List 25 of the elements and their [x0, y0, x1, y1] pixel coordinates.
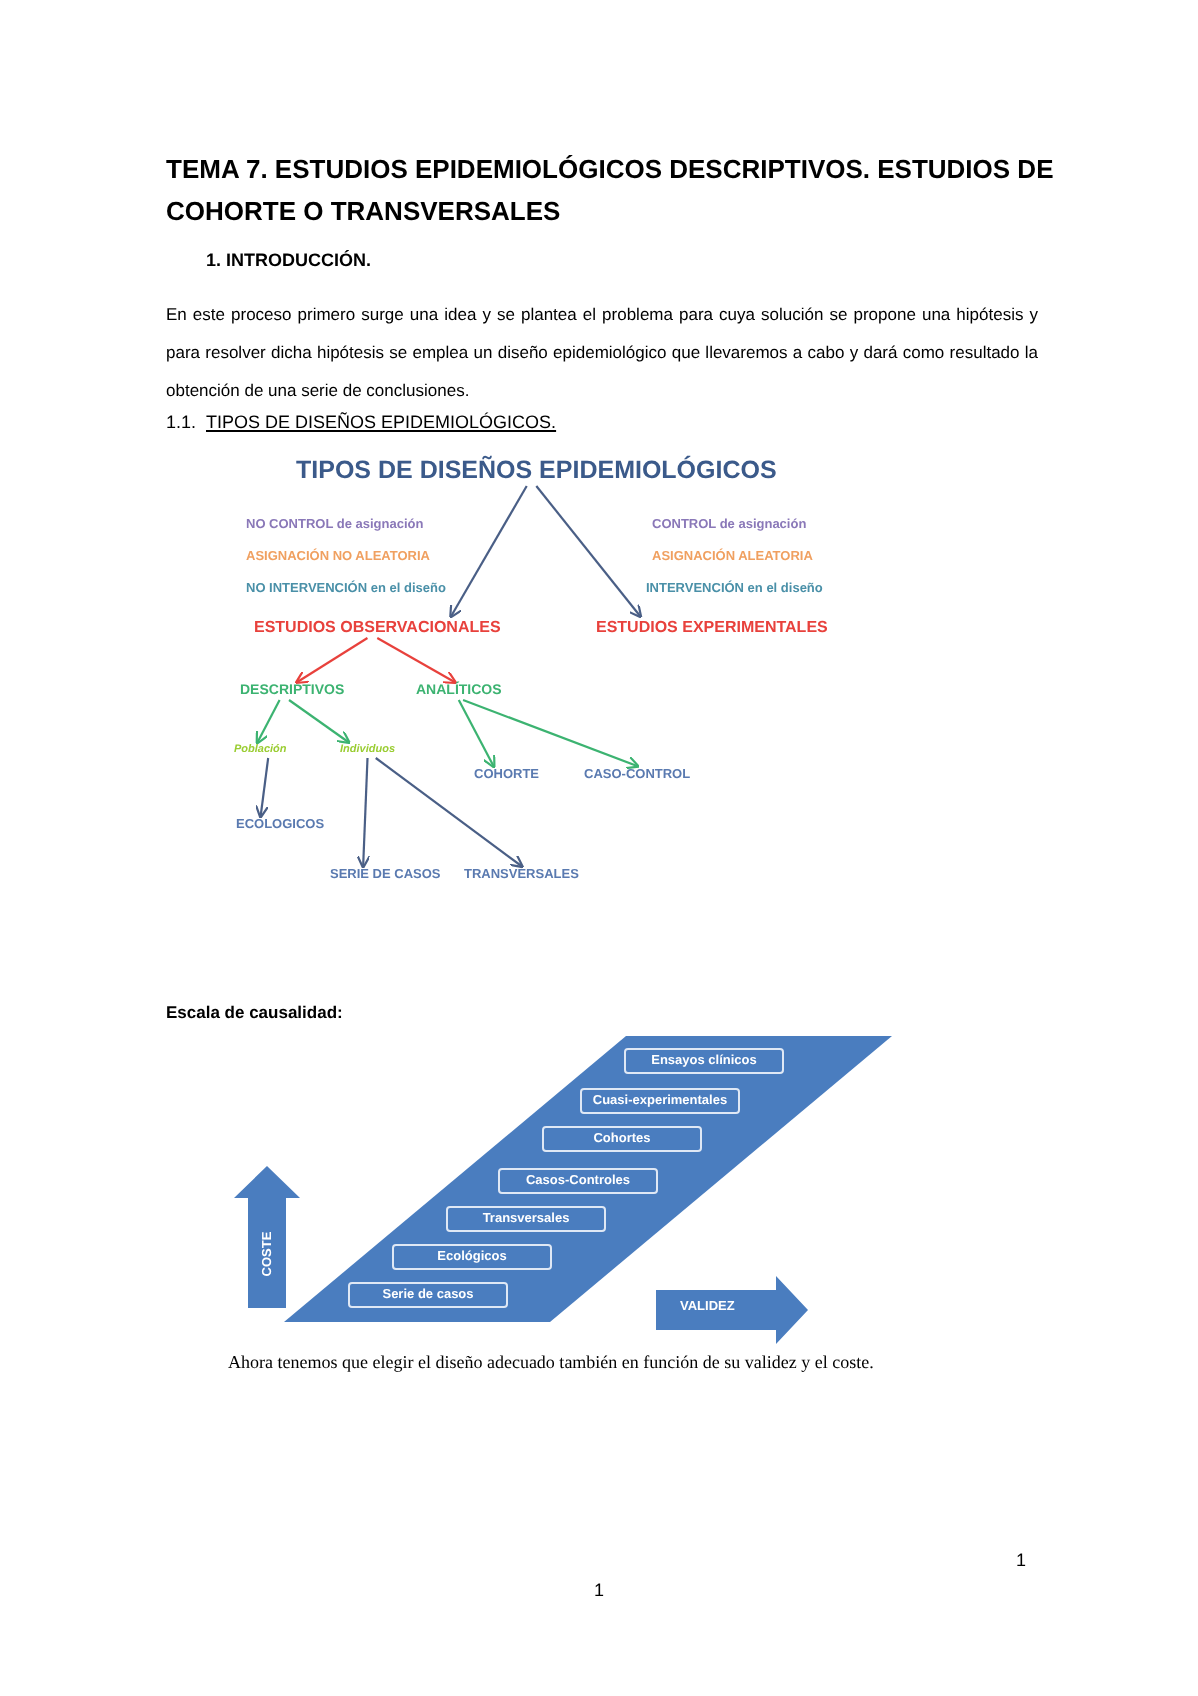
page-title: TEMA 7. ESTUDIOS EPIDEMIOLÓGICOS DESCRIPTIVOS. ESTUDIOS DE COHORTE O TRANSVERSALES	[166, 152, 1056, 230]
category-label: ESTUDIOS EXPERIMENTALES	[596, 618, 828, 636]
subsection-heading: TIPOS DE DISEÑOS EPIDEMIOLÓGICOS.	[206, 412, 557, 432]
arrow	[356, 757, 371, 870]
category-label: ESTUDIOS OBSERVACIONALES	[254, 618, 501, 636]
diagram-heading: TIPOS DE DISEÑOS EPIDEMIOLÓGICOS	[296, 456, 777, 484]
page-number: 1	[1016, 1550, 1027, 1570]
arrow	[535, 485, 643, 619]
arrow	[376, 637, 458, 685]
figure-heading: Escala de causalidad:	[166, 1002, 343, 1022]
arrow	[449, 485, 528, 619]
page-number: 1	[594, 1580, 605, 1600]
up-block-arrow	[234, 1166, 300, 1308]
right-block-arrow	[656, 1276, 808, 1344]
figure-caption: Ahora tenemos que elegir el diseño adecuado también en función de su validez y el coste.	[228, 1352, 874, 1372]
arrow	[254, 757, 270, 820]
body-paragraph: En este proceso primero surge una idea y se plantea el problema para cuya solución se propone una hipótesis y para resolver dicha hipótesis se emplea un diseño epidemiológico que llevaremos a cabo y dará como resultado la obtención de una serie de conclusiones.	[166, 302, 1038, 404]
arrow	[288, 699, 351, 745]
arrow	[462, 698, 641, 770]
arrow	[255, 699, 281, 745]
arrow	[294, 637, 368, 685]
arrow	[375, 757, 525, 869]
arrow	[457, 699, 496, 769]
subsection-number: 1.1.	[166, 412, 197, 432]
section-heading: 1. INTRODUCCIÓN.	[206, 250, 372, 270]
